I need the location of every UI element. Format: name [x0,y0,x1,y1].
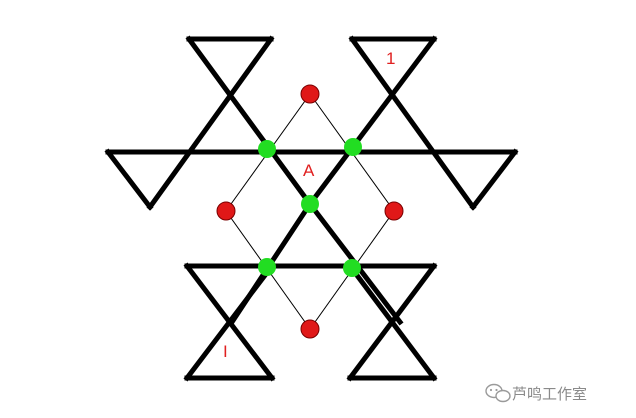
red-dots [216,84,404,339]
watermark: 芦鸣工作室 [485,383,587,403]
top-right-descending-edge [348,35,477,211]
top-left-ascending-edge [146,35,275,211]
green-dot-center [301,195,319,213]
watermark-text: 芦鸣工作室 [512,385,587,403]
triangle-figure [104,35,519,382]
green-dots [258,138,362,277]
green-dot-lower-left [258,258,276,276]
red-dot-left [216,201,236,221]
left-wing-edge [104,148,154,211]
bottom-left-ascending-edge [183,262,276,382]
green-dot-lower-right [343,259,361,277]
label-a: A [303,161,315,180]
red-dot-bottom [300,319,320,339]
top-right-ascending-edge [306,35,438,208]
green-dot-upper-right [344,138,362,156]
bottom-right-ascending-edge [346,262,438,382]
wechat-icon [485,383,511,403]
right-wing-edge [469,148,519,211]
label-i: I [223,342,228,361]
red-dot-right [384,201,404,221]
green-dot-upper-left [258,140,276,158]
top-left-descending-edge [185,35,314,208]
label-1: 1 [386,49,395,68]
red-dot-top [300,84,320,104]
